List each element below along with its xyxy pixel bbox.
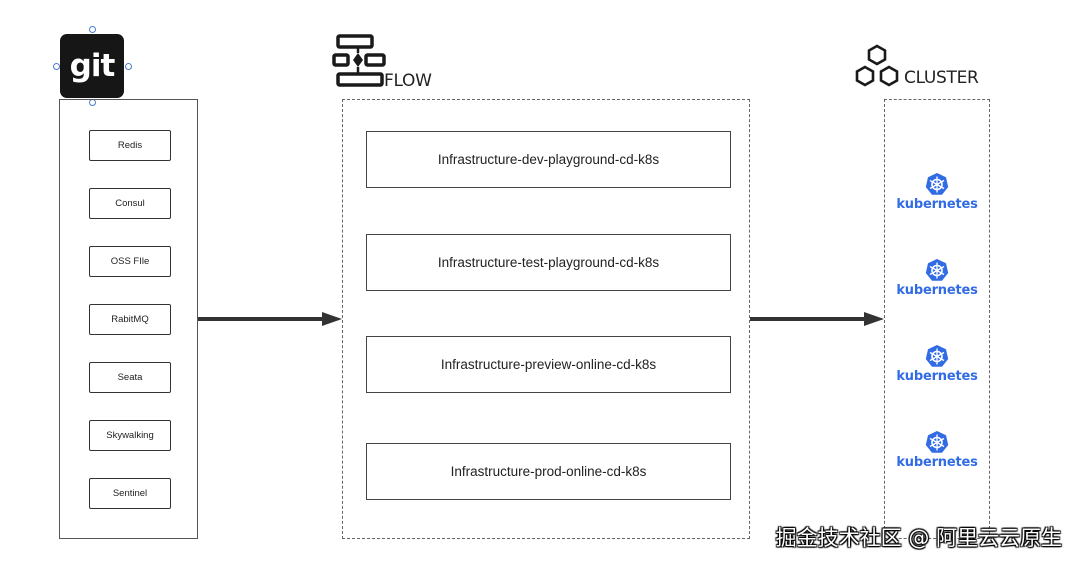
selection-handle-right[interactable] bbox=[125, 63, 132, 70]
cluster-header-label: CLUSTER bbox=[904, 68, 979, 88]
selection-handle-left[interactable] bbox=[53, 63, 60, 70]
flow-item-test[interactable]: Infrastructure-test-playground-cd-k8s bbox=[366, 234, 731, 291]
hexagons-icon bbox=[855, 44, 899, 87]
cluster-label: kubernetes bbox=[896, 283, 978, 298]
cluster-label: kubernetes bbox=[896, 455, 978, 470]
cluster-label: kubernetes bbox=[896, 369, 978, 384]
kubernetes-helm-icon bbox=[925, 259, 949, 281]
flow-item-dev[interactable]: Infrastructure-dev-playground-cd-k8s bbox=[366, 131, 731, 188]
flow-item-prod[interactable]: Infrastructure-prod-online-cd-k8s bbox=[366, 443, 731, 500]
kubernetes-helm-icon bbox=[925, 173, 949, 195]
selection-handle-top[interactable] bbox=[89, 26, 96, 33]
flow-item-preview[interactable]: Infrastructure-preview-online-cd-k8s bbox=[366, 336, 731, 393]
kubernetes-helm-icon bbox=[925, 431, 949, 453]
git-logo: git bbox=[60, 34, 124, 98]
cluster-label: kubernetes bbox=[896, 197, 978, 212]
git-item-sentinel[interactable]: Sentinel bbox=[89, 478, 171, 509]
cluster-item[interactable]: kubernetes bbox=[885, 344, 989, 384]
git-panel: Redis Consul OSS FIle RabitMQ Seata Skyw… bbox=[59, 99, 198, 539]
git-logo-text: git bbox=[69, 48, 116, 84]
flow-diagram-icon bbox=[332, 34, 386, 87]
cluster-panel: kubernetes kubernetes kubernetes bbox=[884, 99, 990, 539]
git-item-consul[interactable]: Consul bbox=[89, 188, 171, 219]
watermark: 掘金技术社区 @ 阿里云云原生 bbox=[775, 526, 1062, 550]
cluster-item[interactable]: kubernetes bbox=[885, 258, 989, 298]
git-item-seata[interactable]: Seata bbox=[89, 362, 171, 393]
flow-header-label: FLOW bbox=[384, 71, 432, 91]
git-item-redis[interactable]: Redis bbox=[89, 130, 171, 161]
git-item-oss-file[interactable]: OSS FIle bbox=[89, 246, 171, 277]
kubernetes-helm-icon bbox=[925, 345, 949, 367]
arrow-flow-to-cluster bbox=[750, 312, 884, 326]
cluster-item[interactable]: kubernetes bbox=[885, 430, 989, 470]
cluster-item[interactable]: kubernetes bbox=[885, 172, 989, 212]
git-item-rabitmq[interactable]: RabitMQ bbox=[89, 304, 171, 335]
arrow-git-to-flow bbox=[198, 312, 342, 326]
git-item-skywalking[interactable]: Skywalking bbox=[89, 420, 171, 451]
flow-panel: Infrastructure-dev-playground-cd-k8s Inf… bbox=[342, 99, 750, 539]
